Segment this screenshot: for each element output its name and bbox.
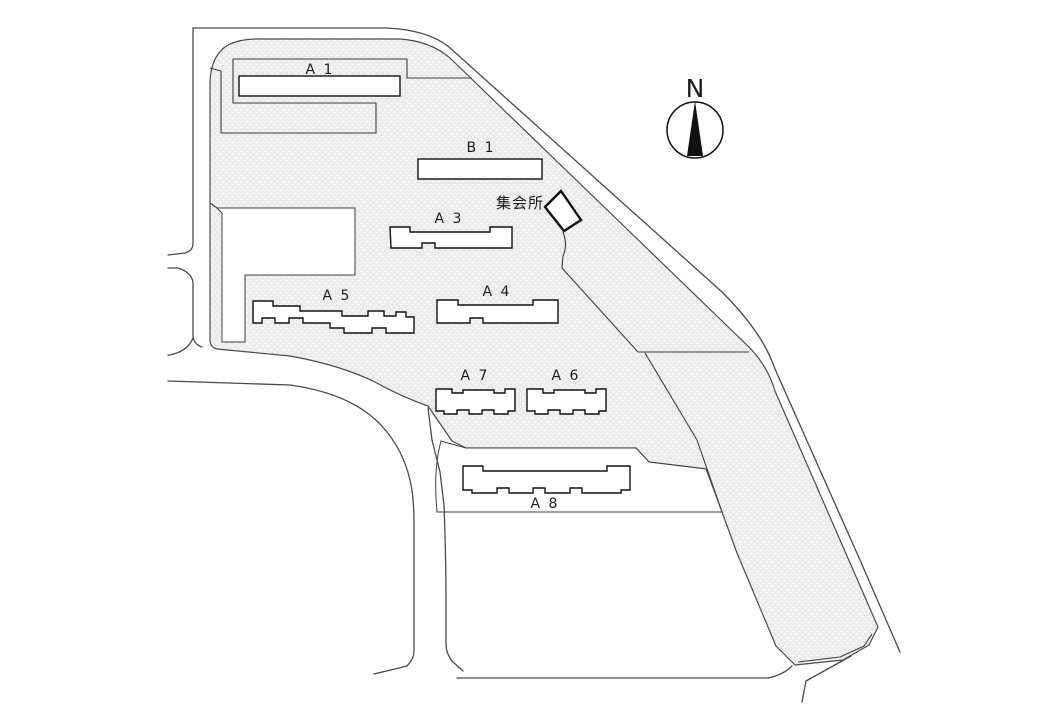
parcel-line-strip-edge [644, 352, 723, 513]
road-outer-northeast [192, 27, 901, 653]
building-a6-label: A 6 [552, 368, 581, 384]
parcel-line-hall-tail [561, 231, 639, 353]
building-b1 [417, 158, 543, 180]
building-a4 [436, 299, 559, 324]
building-a7-label: A 7 [461, 368, 490, 384]
road-curve-inner [427, 407, 464, 672]
building-a3-label: A 3 [435, 211, 464, 227]
site-open-area-west [215, 207, 356, 343]
building-a5 [252, 300, 415, 334]
road-lines [167, 27, 901, 703]
building-a5-label: A 5 [323, 288, 352, 304]
road-curve-outer [167, 380, 415, 675]
road-southeast-stub [801, 655, 852, 703]
parcel-line-jog [209, 202, 218, 209]
parcel-line-a1 [209, 58, 472, 134]
building-a1 [238, 75, 401, 97]
building-b1-label: B 1 [467, 140, 496, 156]
parcel-line-strip-end [797, 633, 873, 663]
parcel-lines [209, 58, 873, 663]
north-arrow: N [666, 74, 724, 159]
building-a6 [526, 388, 607, 415]
meeting-hall-label: 集会所 [496, 194, 544, 212]
site-area [209, 38, 879, 666]
road-west-lower [167, 267, 203, 348]
building-labels: A 1 B 1 A 3 A 4 A 5 A 7 A 6 A 8 集会所 [306, 62, 581, 512]
road-west-fork [167, 337, 194, 356]
meeting-hall-diamond [543, 189, 583, 233]
buildings [238, 75, 631, 494]
compass-needle [687, 101, 703, 156]
building-a1-label: A 1 [306, 62, 335, 78]
road-south [456, 665, 793, 679]
building-a7 [435, 388, 516, 415]
building-a3 [389, 226, 513, 249]
compass-n-label: N [686, 74, 705, 103]
building-a8 [462, 465, 631, 494]
building-a4-label: A 4 [483, 284, 512, 300]
road-west-upper [167, 27, 194, 256]
building-a8-label: A 8 [531, 496, 560, 512]
